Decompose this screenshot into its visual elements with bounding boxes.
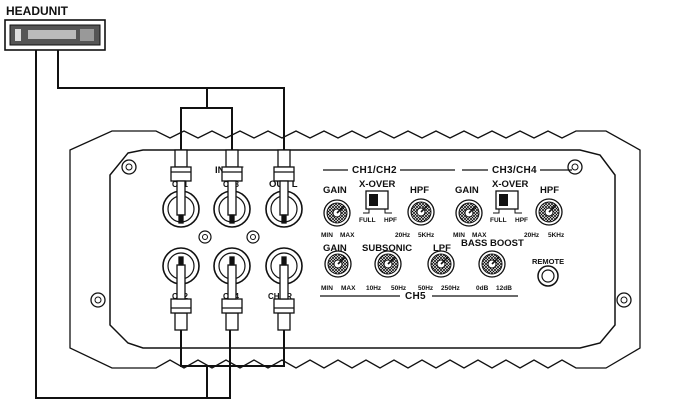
amp-screw-tr [567, 159, 583, 175]
section-header-ch5: CH5 [320, 291, 518, 302]
rca-cables [35, 50, 285, 399]
ch5-gain-label: GAIN [323, 243, 347, 254]
amp-screw-tl [121, 159, 137, 175]
headunit-display [28, 30, 76, 39]
cable-headunit-right [57, 50, 285, 150]
ch5-lpf-knob[interactable] [427, 250, 455, 278]
ch5-lpf-min: 50Hz [418, 285, 434, 292]
cable-headunit-left [35, 50, 231, 399]
ch12-xover-label: X-OVER [359, 179, 396, 190]
amplifier-body [69, 130, 641, 369]
cable-top-bridge [180, 88, 233, 150]
ch34-hpf-knob[interactable] [535, 198, 563, 226]
ch5-controls: GAIN MIN MAX SUBSONIC 10Hz 50Hz LPF 50Hz… [321, 238, 524, 292]
ch5-bassboost-min: 0dB [476, 285, 489, 292]
ch12-controls: GAIN MIN MAX X-OVER FULL HPF HPF 20Hz 5K… [321, 179, 435, 239]
cable-bottom-bridge [180, 330, 285, 398]
ch34-controls: GAIN MIN MAX X-OVER FULL HPF HPF 20Hz 5K… [453, 179, 565, 239]
ch5-lpf-max: 250Hz [441, 285, 461, 292]
headunit-knob [15, 29, 21, 41]
ch34-hpf-min: 20Hz [524, 232, 540, 239]
ch12-hpf-label: HPF [410, 185, 429, 196]
rca-plug-out-l[interactable] [273, 149, 295, 224]
ch34-xover-label: X-OVER [492, 179, 529, 190]
ch12-title: CH1/CH2 [352, 165, 397, 176]
ch34-hpf-max: 5KHz [548, 232, 565, 239]
ch34-title: CH3/CH4 [492, 165, 537, 176]
ch12-xover-hpf: HPF [384, 217, 397, 224]
ch34-gain-knob[interactable] [455, 199, 483, 227]
ch12-gain-max: MAX [340, 232, 355, 239]
rca-plug-ch5-r[interactable] [273, 256, 295, 331]
ch5-gain-max: MAX [341, 285, 356, 292]
ch34-gain-label: GAIN [455, 185, 479, 196]
rca-plug-ch2[interactable] [170, 256, 192, 331]
ch5-subsonic-knob[interactable] [374, 250, 402, 278]
headunit-label: HEADUNIT [6, 4, 69, 18]
ch34-xover-hpf: HPF [515, 217, 528, 224]
ch5-bassboost-max: 12dB [496, 285, 512, 292]
ch34-hpf-label: HPF [540, 185, 559, 196]
ch12-xover-full: FULL [359, 217, 376, 224]
ch5-gain-knob[interactable] [324, 250, 352, 278]
ch12-gain-knob[interactable] [323, 199, 351, 227]
ch5-subsonic-min: 10Hz [366, 285, 382, 292]
amp-screw-br [616, 292, 632, 308]
ch5-subsonic-label: SUBSONIC [362, 243, 412, 254]
ch12-hpf-min: 20Hz [395, 232, 411, 239]
rca-plug-ch1[interactable] [170, 149, 192, 224]
ch12-gain-min: MIN [321, 232, 333, 239]
ch5-bassboost-knob[interactable] [478, 250, 506, 278]
amp-screw-bl [90, 292, 106, 308]
ch12-hpf-knob[interactable] [407, 198, 435, 226]
ch34-gain-min: MIN [453, 232, 465, 239]
ch5-gain-min: MIN [321, 285, 333, 292]
section-header-ch34: CH3/CH4 [462, 165, 572, 176]
remote-label: REMOTE [532, 257, 564, 266]
ch34-xover-full: FULL [490, 217, 507, 224]
ch34-gain-max: MAX [472, 232, 487, 239]
ch5-lpf-label: LPF [433, 243, 451, 254]
ch5-title: CH5 [405, 291, 426, 302]
headunit: HEADUNIT [4, 4, 106, 51]
remote-port: REMOTE [532, 257, 564, 287]
rca-plugs [170, 149, 295, 331]
section-header-ch12: CH1/CH2 [323, 165, 455, 176]
remote-jack[interactable] [537, 265, 559, 287]
rca-plug-ch3[interactable] [221, 149, 243, 224]
ch5-subsonic-max: 50Hz [391, 285, 407, 292]
ch5-bassboost-label: BASS BOOST [461, 238, 524, 249]
ch12-xover-switch[interactable] [363, 190, 392, 214]
headunit-buttons [80, 29, 94, 41]
ch12-hpf-max: 5KHz [418, 232, 435, 239]
ch34-xover-switch[interactable] [493, 190, 522, 214]
rca-plug-ch4[interactable] [221, 256, 243, 331]
ch12-gain-label: GAIN [323, 185, 347, 196]
